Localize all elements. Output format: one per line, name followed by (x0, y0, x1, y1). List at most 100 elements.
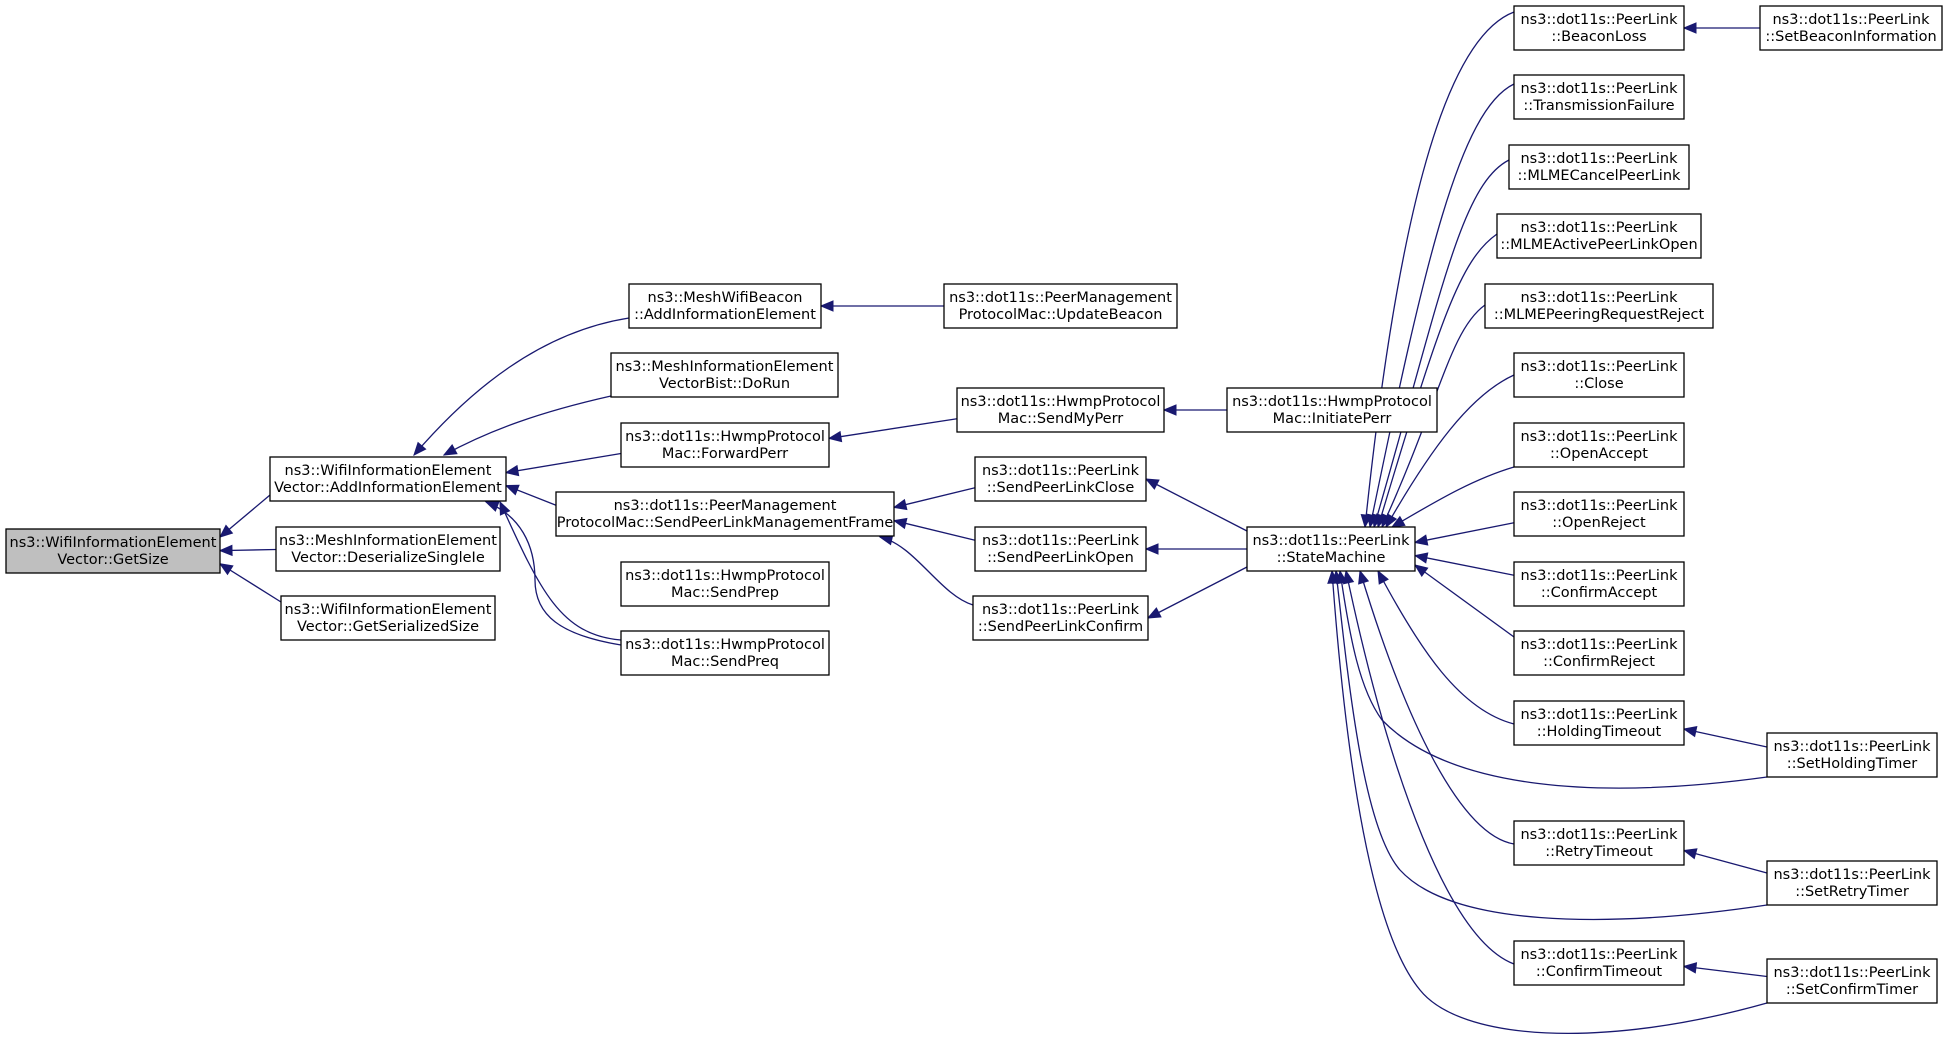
node-label-line: ns3::MeshInformationElement (279, 533, 497, 549)
edge-line (443, 395, 612, 456)
arrow-head (1682, 726, 1698, 738)
edge-setconf-to-sm (1327, 569, 1768, 1035)
node-box (1513, 630, 1685, 676)
node-box (1508, 144, 1690, 190)
graph-node-beaconadd[interactable]: ns3::MeshWifiBeacon::AddInformationEleme… (628, 283, 822, 329)
node-label-line: ns3::dot11s::PeerLink (1520, 290, 1678, 306)
node-label-line: ::SendPeerLinkClose (987, 480, 1135, 496)
node-box (610, 352, 839, 398)
graph-node-plopen[interactable]: ns3::dot11s::PeerLink::SendPeerLinkOpen (974, 526, 1147, 572)
graph-node-sethold[interactable]: ns3::dot11s::PeerLink::SetHoldingTimer (1766, 732, 1938, 778)
node-label-line: ns3::dot11s::PeerLink (1773, 739, 1931, 755)
node-label-line: ns3::dot11s::PeerManagement (949, 290, 1172, 306)
graph-node-setretry[interactable]: ns3::dot11s::PeerLink::SetRetryTimer (1766, 860, 1938, 906)
node-label-line: ::HoldingTimeout (1537, 724, 1662, 740)
graph-node-confaccept[interactable]: ns3::dot11s::PeerLink::ConfirmAccept (1513, 561, 1685, 607)
node-label-line: ns3::WifiInformationElement (10, 535, 217, 551)
graph-node-addie[interactable]: ns3::WifiInformationElementVector::AddIn… (269, 456, 507, 502)
graph-node-confto[interactable]: ns3::dot11s::PeerLink::ConfirmTimeout (1513, 940, 1685, 986)
node-label-line: ns3::dot11s::PeerLink (1520, 81, 1678, 97)
graph-node-initperr[interactable]: ns3::dot11s::HwmpProtocolMac::InitiatePe… (1226, 387, 1438, 433)
node-label-line: ProtocolMac::UpdateBeacon (959, 307, 1163, 323)
graph-node-fwdperr[interactable]: ns3::dot11s::HwmpProtocolMac::ForwardPer… (620, 422, 830, 468)
edge-line (1345, 570, 1515, 965)
graph-node-plconfirm[interactable]: ns3::dot11s::PeerLink::SendPeerLinkConfi… (972, 595, 1149, 641)
graph-node-sm[interactable]: ns3::dot11s::PeerLink::StateMachine (1246, 526, 1416, 572)
edge-line (1414, 564, 1515, 638)
node-label-line: ns3::dot11s::PeerLink (1520, 220, 1678, 236)
graph-node-holdto[interactable]: ns3::dot11s::PeerLink::HoldingTimeout (1513, 700, 1685, 746)
node-label-line: ns3::dot11s::HwmpProtocol (1232, 394, 1432, 410)
edge-plconfirm-to-sendplmf (878, 534, 974, 606)
node-label-line: ns3::dot11s::PeerLink (1520, 429, 1678, 445)
node-label-line: ns3::dot11s::HwmpProtocol (961, 394, 1161, 410)
arrow-head (1413, 564, 1429, 578)
graph-node-confreject[interactable]: ns3::dot11s::PeerLink::ConfirmReject (1513, 630, 1685, 676)
node-label-line: ::MLMEPeeringRequestReject (1494, 307, 1705, 323)
graph-node-mlmecancel[interactable]: ns3::dot11s::PeerLink::MLMECancelPeerLin… (1508, 144, 1690, 190)
edge-mlmecancel-to-sm (1371, 159, 1510, 529)
arrow-head (1146, 607, 1162, 619)
node-label-line: ns3::MeshWifiBeacon (648, 290, 803, 306)
node-label-line: Vector::DeserializeSingleIe (291, 550, 485, 566)
node-box (5, 528, 221, 574)
node-label-line: ::SetRetryTimer (1795, 884, 1909, 900)
edge-line (1385, 374, 1515, 528)
edge-beaconadd-to-addie (413, 317, 630, 456)
edge-line (1359, 570, 1515, 845)
graph-node-bloss[interactable]: ns3::dot11s::PeerLink::BeaconLoss (1513, 5, 1685, 51)
edge-line (1414, 554, 1515, 576)
node-label-line: ns3::dot11s::HwmpProtocol (625, 637, 825, 653)
edge-setconf-to-confto (1682, 962, 1768, 978)
arrow-head (484, 501, 500, 512)
node-box (1513, 700, 1685, 746)
node-label-line: Vector::GetSerializedSize (297, 619, 479, 635)
graph-node-getser[interactable]: ns3::WifiInformationElementVector::GetSe… (280, 595, 496, 641)
graph-node-setbeacon[interactable]: ns3::dot11s::PeerLink::SetBeaconInformat… (1759, 5, 1943, 51)
edge-updbeacon-to-beaconadd (819, 300, 944, 312)
arrow-head (504, 484, 520, 496)
arrow-head (1682, 22, 1697, 34)
node-box (620, 561, 830, 607)
edge-deser-to-getsize (218, 544, 277, 557)
graph-node-txfail[interactable]: ns3::dot11s::PeerLink::TransmissionFailu… (1513, 74, 1685, 120)
arrow-head (1682, 962, 1698, 974)
node-label-line: ProtocolMac::SendPeerLinkManagementFrame (557, 515, 894, 531)
node-box (628, 283, 822, 329)
node-box (1766, 958, 1938, 1004)
graph-node-close[interactable]: ns3::dot11s::PeerLink::Close (1513, 352, 1685, 398)
graph-node-plclose[interactable]: ns3::dot11s::PeerLink::SendPeerLinkClose (974, 456, 1147, 502)
arrow-head (1413, 534, 1429, 546)
graph-node-openreject[interactable]: ns3::dot11s::PeerLink::OpenReject (1513, 491, 1685, 537)
node-label-line: ::OpenAccept (1550, 446, 1648, 462)
graph-node-openaccept[interactable]: ns3::dot11s::PeerLink::OpenAccept (1513, 422, 1685, 468)
node-box (1513, 352, 1685, 398)
edge-line (879, 536, 974, 606)
graph-node-setconf[interactable]: ns3::dot11s::PeerLink::SetConfirmTimer (1766, 958, 1938, 1004)
node-label-line: Mac::InitiatePerr (1273, 411, 1392, 427)
edge-line (1335, 570, 1768, 921)
edge-line (413, 317, 630, 456)
node-label-line: ns3::dot11s::PeerLink (1520, 707, 1678, 723)
graph-node-updbeacon[interactable]: ns3::dot11s::PeerManagementProtocolMac::… (943, 283, 1178, 329)
graph-node-deser[interactable]: ns3::MeshInformationElementVector::Deser… (275, 526, 501, 572)
arrow-head (1385, 513, 1398, 529)
edge-setbeacon-to-bloss (1682, 22, 1760, 34)
arrow-head (1327, 569, 1339, 584)
graph-node-getsize[interactable]: ns3::WifiInformationElementVector::GetSi… (5, 528, 221, 574)
graph-node-sendplmf[interactable]: ns3::dot11s::PeerManagementProtocolMac::… (555, 491, 895, 537)
graph-node-mlmereject[interactable]: ns3::dot11s::PeerLink::MLMEPeeringReques… (1484, 283, 1714, 329)
edge-retryto-to-sm (1358, 569, 1515, 845)
arrow-head (1682, 848, 1698, 860)
arrow-head (819, 300, 834, 312)
edge-sm-to-plclose (1144, 478, 1248, 532)
graph-node-dorun[interactable]: ns3::MeshInformationElementVectorBist::D… (610, 352, 839, 398)
graph-node-retryto[interactable]: ns3::dot11s::PeerLink::RetryTimeout (1513, 820, 1685, 866)
graph-node-mlmeactive[interactable]: ns3::dot11s::PeerLink::MLMEActivePeerLin… (1496, 213, 1702, 259)
edge-mlmeactive-to-sm (1376, 233, 1498, 529)
node-box (1513, 422, 1685, 468)
